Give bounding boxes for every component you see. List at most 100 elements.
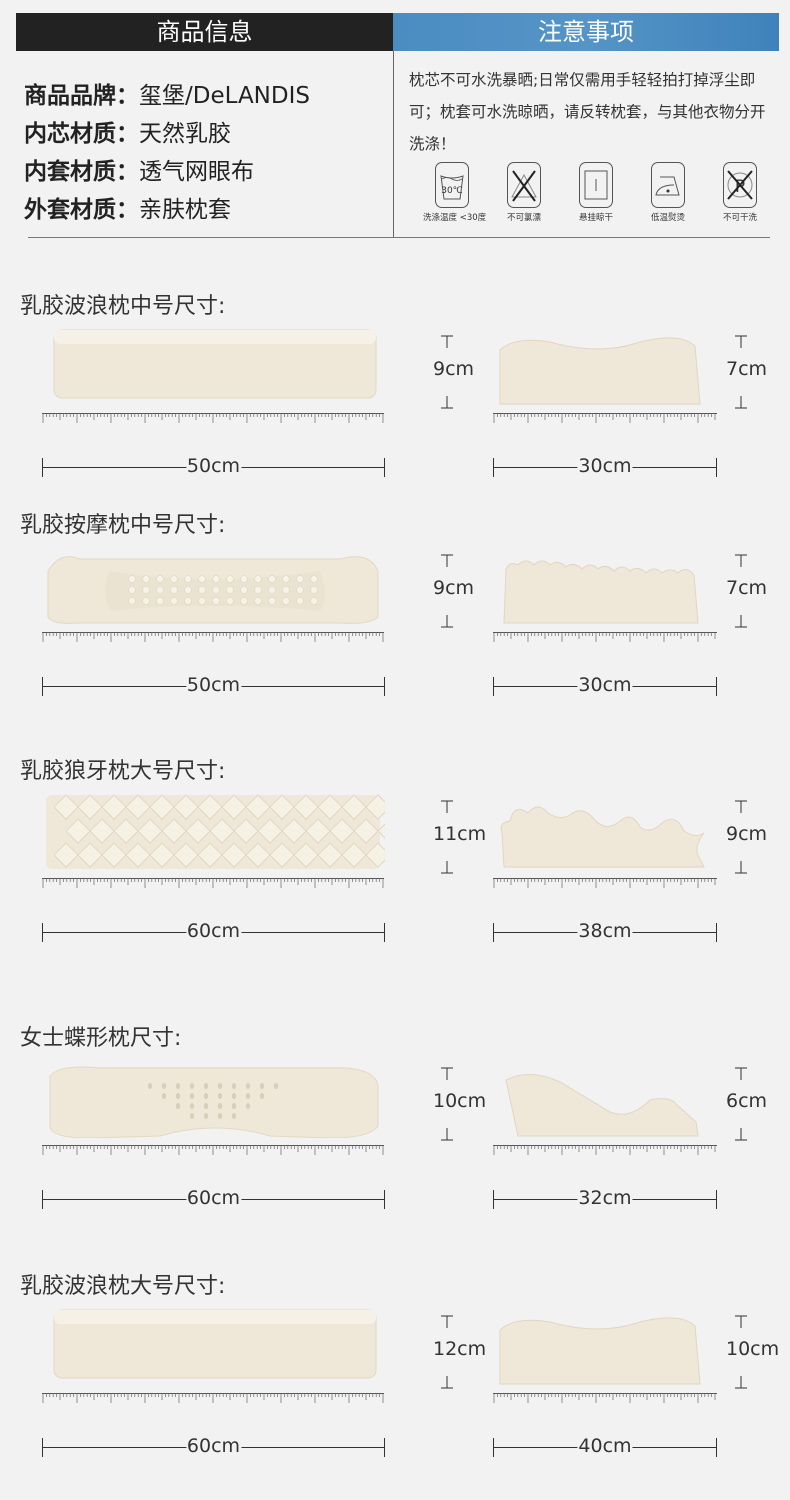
right-height-label: 6cm bbox=[726, 1090, 768, 1112]
ruler bbox=[42, 413, 384, 423]
care-label: 不可干洗 bbox=[722, 213, 757, 223]
pillow-front-image bbox=[49, 1066, 379, 1139]
product-info-header: 商品信息 bbox=[16, 13, 393, 51]
pillow-front-image bbox=[53, 1309, 377, 1379]
notice-header: 注意事项 bbox=[393, 13, 779, 51]
height-marker-top bbox=[734, 799, 748, 813]
width-label: 32cm bbox=[577, 1187, 633, 1209]
care-label: 不可氯漂 bbox=[506, 213, 541, 223]
height-marker-bottom bbox=[734, 613, 748, 628]
height-marker-bottom bbox=[734, 859, 748, 874]
care-symbol: P 不可干洗 bbox=[711, 162, 769, 223]
spec-key: 内套材质： bbox=[24, 159, 139, 185]
spec-core: 内芯材质：天然乳胶 bbox=[24, 114, 231, 148]
length-dimension: 60cm bbox=[42, 920, 385, 942]
spec-brand: 商品品牌：玺堡/DeLANDIS bbox=[24, 76, 310, 110]
height-marker-bottom bbox=[734, 394, 748, 409]
care-label: 洗涤温度 <30度 bbox=[423, 213, 487, 223]
pillow-side-profile bbox=[499, 1317, 701, 1385]
length-label: 60cm bbox=[185, 1187, 242, 1209]
height-marker-top bbox=[440, 553, 454, 567]
left-height-label: 9cm bbox=[433, 358, 475, 380]
ruler bbox=[493, 632, 717, 642]
spec-value: 天然乳胶 bbox=[139, 121, 231, 147]
care-symbol: 低温熨烫 bbox=[639, 162, 697, 223]
divider bbox=[28, 237, 770, 238]
spec-key: 商品品牌： bbox=[24, 83, 139, 109]
width-dimension: 40cm bbox=[493, 1435, 717, 1457]
care-symbol: 不可氯漂 bbox=[495, 162, 553, 223]
width-label: 30cm bbox=[577, 674, 633, 696]
width-label: 40cm bbox=[577, 1435, 633, 1457]
ruler bbox=[493, 1393, 717, 1403]
height-marker-top bbox=[734, 1066, 748, 1080]
hang-dry-icon bbox=[579, 162, 613, 208]
length-label: 50cm bbox=[185, 455, 242, 477]
care-symbol: 30℃ 洗涤温度 <30度 bbox=[423, 162, 487, 223]
ruler bbox=[493, 413, 717, 423]
width-label: 38cm bbox=[577, 920, 633, 942]
length-dimension: 50cm bbox=[42, 455, 385, 477]
spec-value: 透气网眼布 bbox=[139, 159, 254, 185]
spec-inner-cover: 内套材质：透气网眼布 bbox=[24, 152, 254, 186]
ruler bbox=[42, 878, 384, 888]
spec-key: 外套材质： bbox=[24, 197, 139, 223]
svg-text:P: P bbox=[735, 177, 745, 197]
width-label: 30cm bbox=[577, 455, 633, 477]
care-label: 悬挂晾干 bbox=[578, 213, 613, 223]
height-marker-bottom bbox=[440, 394, 454, 409]
wash-30-icon: 30℃ bbox=[435, 162, 469, 208]
height-marker-top bbox=[440, 799, 454, 813]
length-dimension: 50cm bbox=[42, 674, 385, 696]
height-marker-bottom bbox=[440, 1374, 454, 1389]
care-symbol: 悬挂晾干 bbox=[567, 162, 625, 223]
pillow-side-profile bbox=[500, 806, 705, 868]
left-height-label: 9cm bbox=[433, 577, 475, 599]
no-bleach-icon bbox=[507, 162, 541, 208]
height-marker-bottom bbox=[734, 1126, 748, 1141]
height-marker-top bbox=[440, 1314, 454, 1328]
section-title: 乳胶按摩枕中号尺寸: bbox=[20, 513, 226, 538]
spec-key: 内芯材质： bbox=[24, 121, 139, 147]
no-dry-clean-icon: P bbox=[723, 162, 757, 208]
left-height-label: 11cm bbox=[433, 823, 487, 845]
care-label: 低温熨烫 bbox=[650, 213, 685, 223]
height-marker-top bbox=[734, 1314, 748, 1328]
right-height-label: 7cm bbox=[726, 577, 768, 599]
ruler bbox=[42, 1145, 384, 1155]
pillow-side-profile bbox=[499, 337, 701, 405]
section-title: 乳胶狼牙枕大号尺寸: bbox=[20, 759, 226, 784]
height-marker-top bbox=[734, 334, 748, 348]
height-marker-bottom bbox=[440, 613, 454, 628]
left-height-label: 12cm bbox=[433, 1338, 487, 1360]
width-dimension: 32cm bbox=[493, 1187, 717, 1209]
divider bbox=[393, 51, 394, 237]
height-marker-top bbox=[440, 1066, 454, 1080]
width-dimension: 30cm bbox=[493, 674, 717, 696]
ruler bbox=[493, 878, 717, 888]
right-height-label: 7cm bbox=[726, 358, 768, 380]
svg-text:30℃: 30℃ bbox=[441, 186, 463, 196]
pillow-front-image bbox=[46, 794, 403, 869]
height-marker-top bbox=[440, 334, 454, 348]
length-dimension: 60cm bbox=[42, 1435, 385, 1457]
spec-value: 亲肤枕套 bbox=[139, 197, 231, 223]
ruler bbox=[42, 1393, 384, 1403]
length-label: 60cm bbox=[185, 920, 242, 942]
height-marker-top bbox=[734, 553, 748, 567]
width-dimension: 30cm bbox=[493, 455, 717, 477]
pillow-side-profile bbox=[505, 1074, 699, 1137]
height-marker-bottom bbox=[734, 1374, 748, 1389]
low-iron-icon bbox=[651, 162, 685, 208]
care-notes: 枕芯不可水洗暴晒;日常仅需用手轻轻拍打掉浮尘即可；枕套可水洗晾晒，请反转枕套，与… bbox=[409, 71, 766, 153]
height-marker-bottom bbox=[440, 1126, 454, 1141]
pillow-size-section: 乳胶按摩枕中号尺寸: 9cm 7cm 50cm 30cm bbox=[0, 507, 790, 707]
length-dimension: 60cm bbox=[42, 1187, 385, 1209]
ruler bbox=[493, 1145, 717, 1155]
right-height-label: 10cm bbox=[726, 1338, 780, 1360]
spec-outer-cover: 外套材质：亲肤枕套 bbox=[24, 190, 231, 224]
